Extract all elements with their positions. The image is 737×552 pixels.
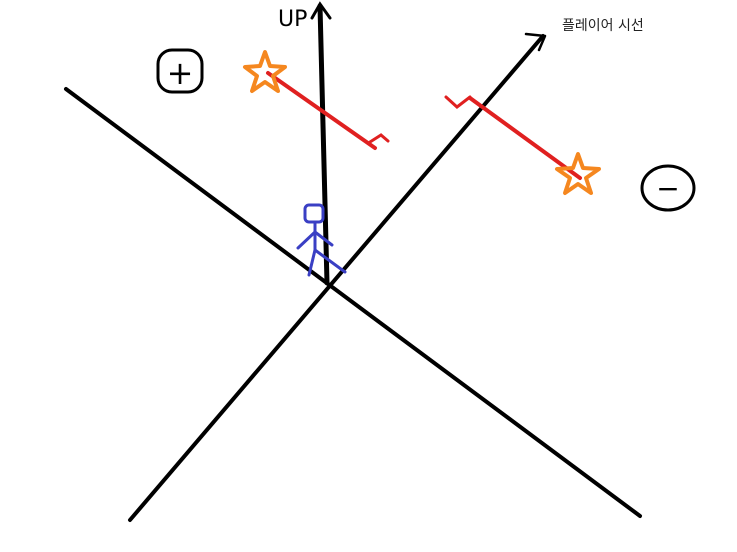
up-label: UP (278, 7, 307, 32)
minus-label: − (656, 172, 679, 205)
stick-figure-icon (296, 203, 347, 277)
up-axis-line (317, 3, 330, 286)
perpendicular-line-minus (468, 96, 582, 180)
diagonal-line-left (64, 87, 642, 518)
right-angle-mark-plus (368, 133, 390, 144)
player-view-label: 플레이어 시선 (562, 18, 644, 34)
player-view-arrow-head (524, 32, 547, 52)
star-icon (243, 50, 287, 93)
player-view-line (128, 34, 545, 522)
plus-label: + (167, 54, 194, 92)
minus-circle-icon (640, 164, 696, 212)
star-icon (555, 152, 601, 195)
plus-circle-icon (156, 48, 204, 94)
up-arrow-head (310, 1, 332, 20)
perpendicular-line-plus (266, 71, 377, 150)
right-angle-mark-minus (444, 95, 472, 109)
